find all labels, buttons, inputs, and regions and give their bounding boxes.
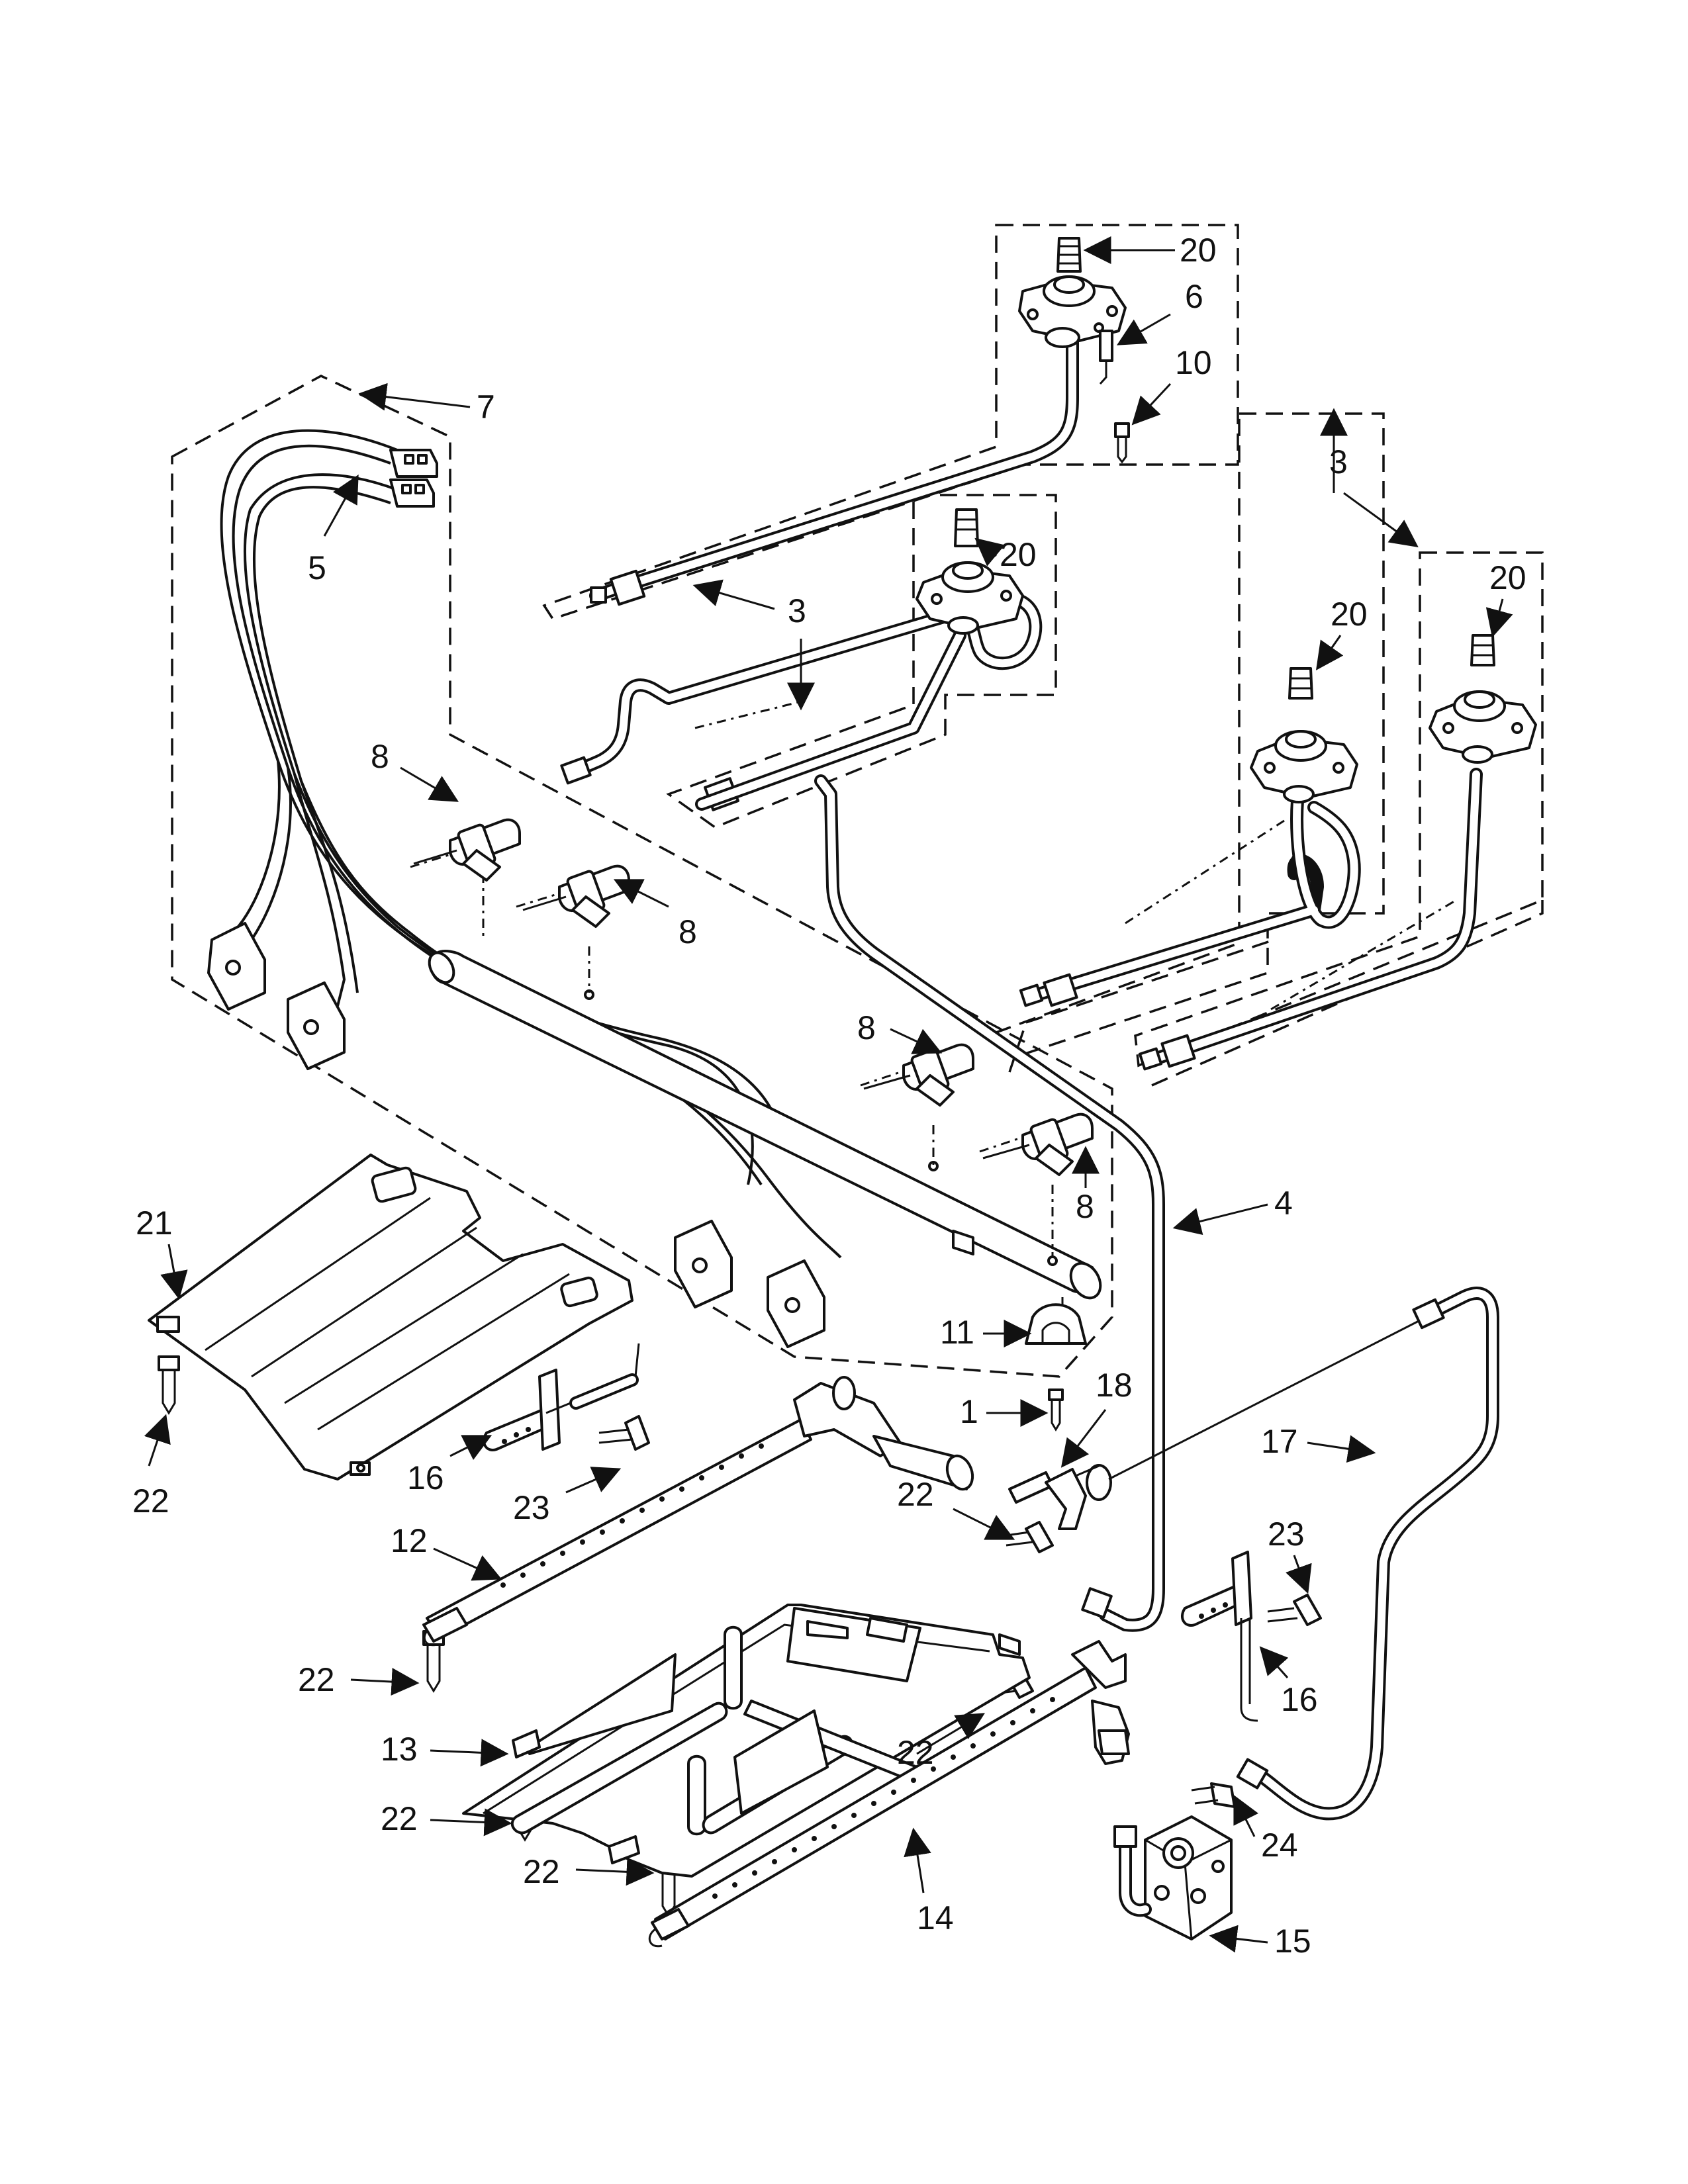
outline-right-lower [1008,938,1275,1073]
callout-6: 6 [1185,278,1203,315]
callout-13: 13 [381,1731,418,1768]
callout-7: 7 [477,388,495,426]
callout-10: 10 [1175,344,1212,381]
callout-21: 21 [136,1205,173,1242]
callout-20d: 20 [1489,559,1526,596]
callout-20a: 20 [1180,232,1217,269]
top-rear-valve [589,237,1130,606]
callout-22a: 22 [132,1482,169,1520]
screw-22a [158,1355,180,1415]
callout-4: 4 [1274,1185,1293,1222]
callout-23a: 23 [513,1489,550,1526]
callout-20b: 20 [1000,536,1037,573]
callout-23b: 23 [1268,1516,1305,1553]
screw-23b [1267,1594,1322,1626]
outline-right-burner-a [994,412,1385,1058]
callout-8d: 8 [1076,1188,1094,1225]
outline-right-tail [1151,900,1544,1087]
igniter-right [1181,1551,1258,1722]
callout-22d: 22 [381,1800,418,1837]
screw-24 [1191,1782,1236,1808]
callout-18: 18 [1096,1367,1133,1404]
callout-3c: 3 [1329,443,1348,480]
callout-8c: 8 [857,1009,876,1046]
burner-tube-upper [422,1376,974,1647]
callouts: 20 6 10 7 5 3 3 3 20 20 20 8 8 8 8 4 21 … [132,232,1526,1960]
callout-12: 12 [391,1522,428,1559]
callout-1: 1 [960,1393,978,1430]
supply-tube [814,774,1165,1632]
callout-8b: 8 [679,913,697,950]
tube-17 [1236,1287,1499,1821]
outline-mid-burner [666,494,1057,829]
callout-3a: 3 [788,592,806,629]
callout-16a: 16 [407,1459,444,1496]
manifold [410,700,1457,1343]
leader-lines [144,236,1513,1953]
callout-20c: 20 [1331,596,1368,633]
outline-right-burner-b [1134,551,1544,1068]
bracket-and-screw [1025,1303,1087,1432]
callout-8a: 8 [371,738,389,775]
callout-22f: 22 [523,1853,560,1890]
fitting-18 [1008,1316,1427,1530]
callout-22b: 22 [897,1476,934,1513]
heat-shield [148,1154,633,1480]
callout-16b: 16 [1281,1681,1318,1718]
burner-tube-lower [648,1640,1130,1948]
wire-harness [207,429,842,1348]
screw-23a [598,1415,650,1451]
callout-5: 5 [308,549,326,586]
callout-14: 14 [917,1899,954,1936]
callout-11: 11 [940,1314,974,1351]
callout-24: 24 [1261,1827,1298,1864]
callout-17: 17 [1261,1423,1298,1460]
igniter-left [483,1343,640,1451]
right-valve-b [1138,634,1537,1071]
burner-pan [462,1604,1031,1878]
mid-valve [560,508,1043,811]
callout-22c: 22 [298,1661,335,1698]
screw-22b [1006,1521,1054,1553]
right-valve-a [1019,667,1361,1007]
regulator [1098,1729,1233,1940]
outline-top-rear-burner [542,224,1239,621]
callout-22e: 22 [897,1734,934,1771]
callout-15: 15 [1274,1923,1311,1960]
